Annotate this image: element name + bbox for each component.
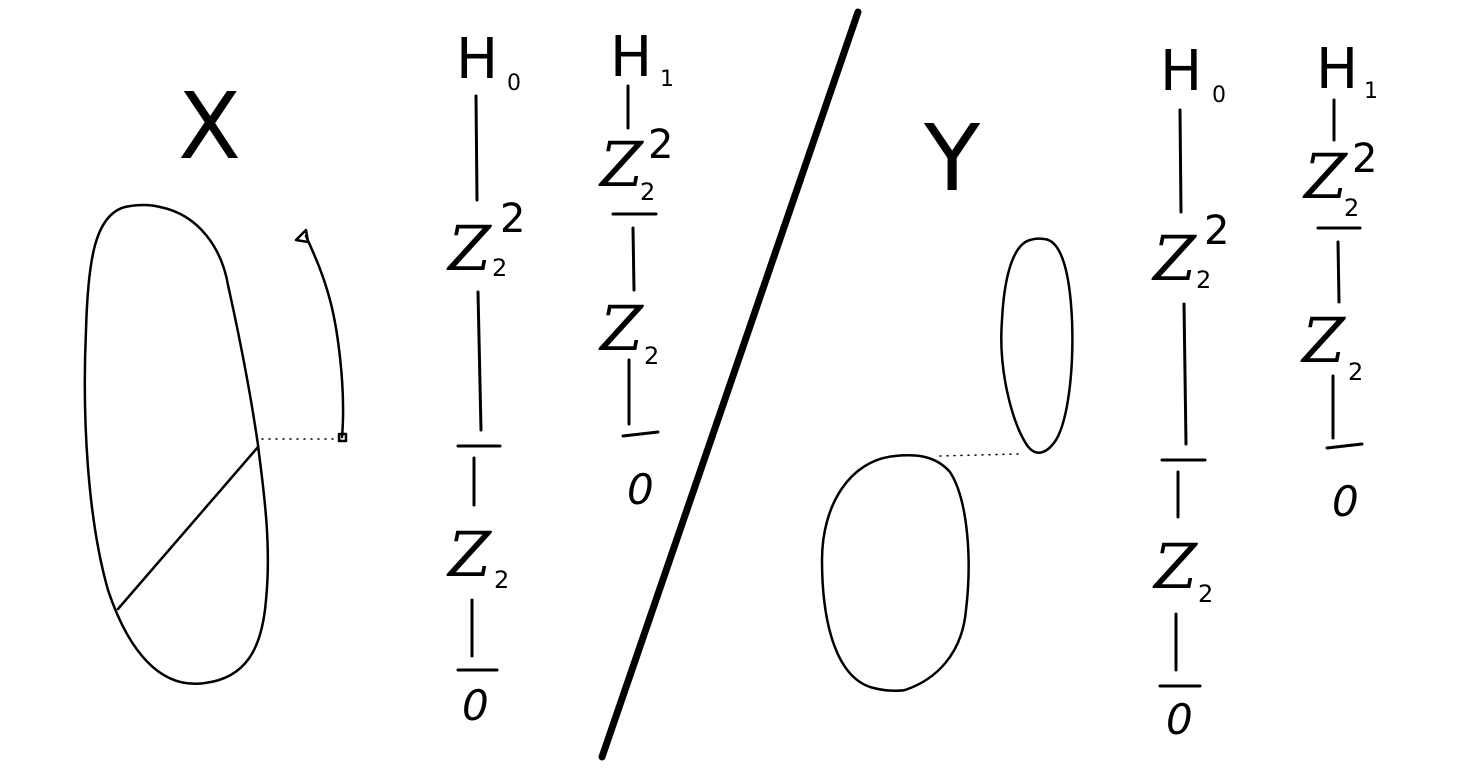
y-h1-top-sub: 2 xyxy=(1344,194,1359,222)
x-h0-mid-sub: 2 xyxy=(494,566,509,594)
y-h0-top-sup: 2 xyxy=(1204,208,1229,254)
space-y-lower-blob xyxy=(820,454,970,692)
x-h1-top-sup: 2 xyxy=(648,122,673,168)
y-h1-H: H xyxy=(1316,37,1358,102)
space-y-upper-blob xyxy=(1000,237,1074,454)
space-x-chord xyxy=(116,445,260,611)
y-h0-H: H xyxy=(1160,39,1202,104)
y-h0-line-2 xyxy=(1182,302,1188,446)
x-h0-sub: 0 xyxy=(507,71,521,96)
space-y-label: Y xyxy=(923,105,981,212)
x-h1-mid-sub: 2 xyxy=(644,342,659,370)
x-h0-line-2 xyxy=(476,290,483,432)
y-h0-line-1 xyxy=(1178,108,1183,214)
x-h1-H: H xyxy=(610,25,652,90)
y-h0-top-sub: 2 xyxy=(1196,266,1211,294)
x-h1-top-group: Z xyxy=(598,128,644,201)
y-h0-mid-group: Z xyxy=(1152,530,1198,603)
y-h0-bottom: 0 xyxy=(1166,695,1193,744)
space-x-blob xyxy=(83,203,270,686)
y-h1-mid-group: Z xyxy=(1300,304,1346,377)
space-x-arc-endpoint-top xyxy=(294,228,310,244)
x-h0-line-1 xyxy=(474,94,479,202)
space-x-arc-endpoint-bottom xyxy=(337,432,348,443)
y-h1-top-sup: 2 xyxy=(1352,136,1377,182)
x-h0-top-sub: 2 xyxy=(492,254,507,282)
y-h0-sub: 0 xyxy=(1212,83,1226,108)
x-h0-mid-group: Z xyxy=(446,518,492,591)
space-x-label: X xyxy=(178,73,241,180)
x-h1-tick-2 xyxy=(621,430,660,438)
x-h1-bottom: 0 xyxy=(627,465,654,514)
y-h1-sub: 1 xyxy=(1364,79,1378,104)
y-h1-top-group: Z xyxy=(1302,140,1348,213)
y-h0-mid-sub: 2 xyxy=(1198,580,1213,608)
x-h0-top-sup: 2 xyxy=(500,196,525,242)
x-h1-mid-group: Z xyxy=(598,292,644,365)
y-h0-top-group: Z xyxy=(1151,222,1197,295)
space-y-dotted-link xyxy=(939,453,1019,457)
x-h0-column: H 0 Z 2 2 Z 2 0 xyxy=(446,27,525,730)
y-h1-column: H 1 Z 2 2 Z 2 0 xyxy=(1300,37,1378,526)
x-h0-H: H xyxy=(456,27,498,92)
y-h1-line-2 xyxy=(1336,240,1341,304)
space-x-arc xyxy=(304,234,345,439)
y-h1-tick-2 xyxy=(1325,442,1364,450)
x-h1-column: H 1 Z 2 2 Z 2 0 xyxy=(598,25,674,514)
x-h1-sub: 1 xyxy=(660,67,674,92)
space-y-drawing xyxy=(820,237,1074,692)
y-h0-column: H 0 Z 2 2 Z 2 0 xyxy=(1151,39,1229,744)
x-h0-top-group: Z xyxy=(446,212,492,285)
y-h1-mid-sub: 2 xyxy=(1348,358,1363,386)
y-h1-bottom: 0 xyxy=(1332,477,1359,526)
space-x-drawing xyxy=(83,203,348,686)
quotient-divider xyxy=(598,8,862,761)
x-h1-line-2 xyxy=(631,226,636,292)
x-h0-bottom: 0 xyxy=(462,681,489,730)
x-h1-top-sub: 2 xyxy=(640,178,655,206)
